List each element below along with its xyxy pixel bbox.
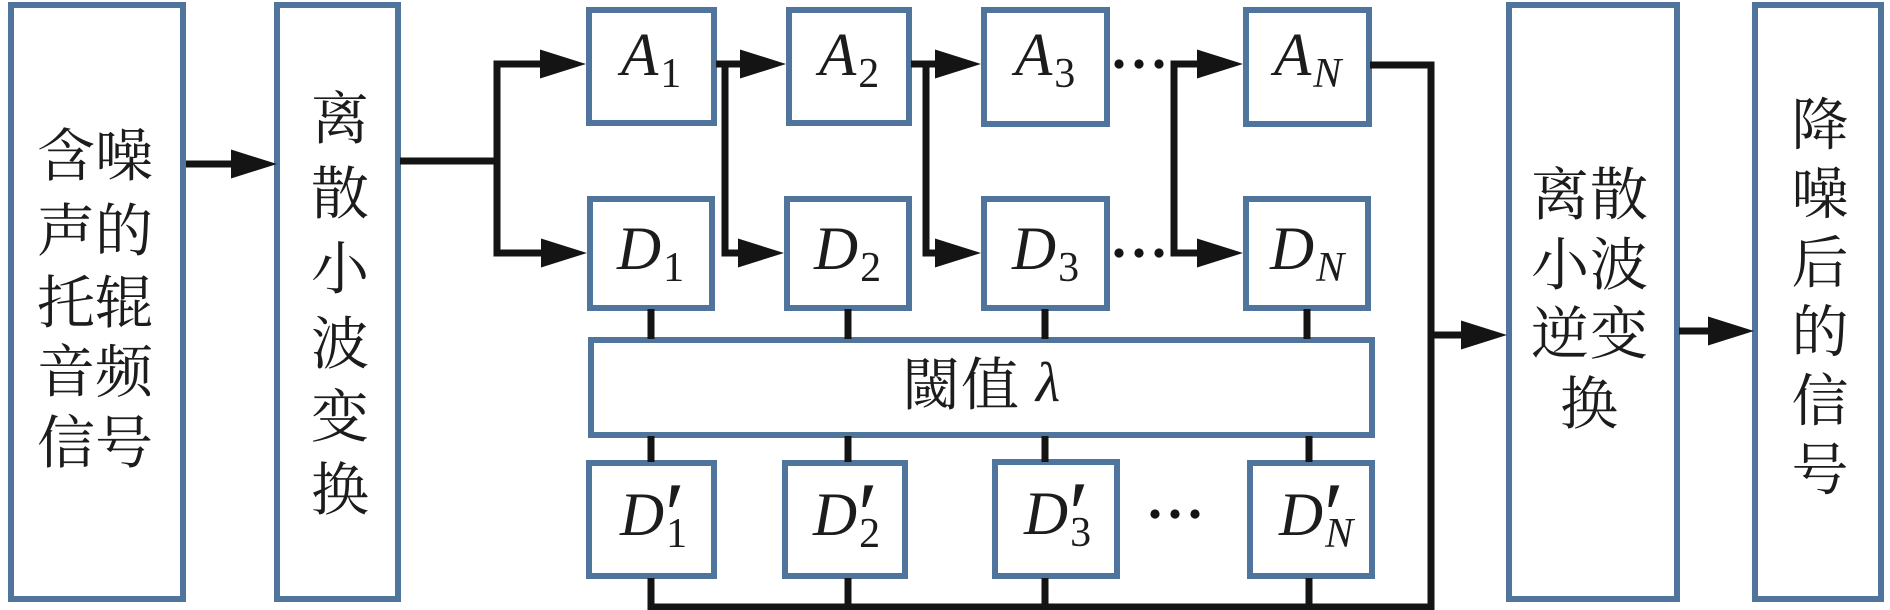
input-box: 含噪声的托辊音频信号 (8, 2, 186, 602)
idwt-box: 离散小波逆变换 (1506, 2, 1680, 602)
dwt-box: 离散小波变换 (274, 2, 401, 602)
threshold-label-glyphs (907, 356, 1018, 410)
output-box: 降噪后的信号 (1752, 2, 1884, 602)
output-label-glyphs (1793, 96, 1847, 495)
idwt-label-glyphs (1532, 166, 1647, 429)
dwt-label-glyphs (312, 90, 368, 515)
input-label-glyphs (38, 127, 152, 468)
